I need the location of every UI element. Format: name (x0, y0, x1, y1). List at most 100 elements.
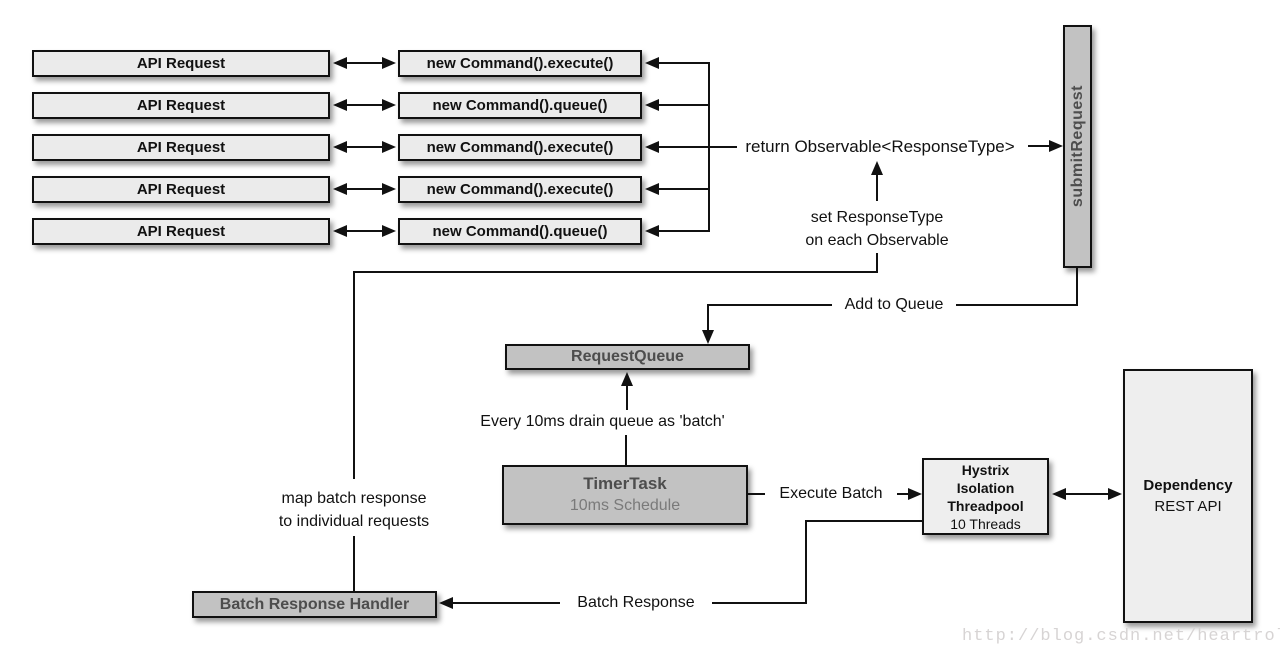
command-box: new Command().execute() (398, 176, 642, 203)
connector-line (707, 304, 709, 332)
command-box: new Command().queue() (398, 92, 642, 119)
api-request-box: API Request (32, 50, 330, 77)
set-response-type-line2: on each Observable (805, 232, 949, 249)
connector-line (625, 435, 627, 465)
connector-line (748, 493, 765, 495)
set-response-type-label: set ResponseType on each Observable (767, 206, 987, 252)
command-label: new Command().queue() (432, 97, 608, 114)
connector-line (353, 536, 355, 591)
timer-task-box: TimerTask 10ms Schedule (502, 465, 748, 525)
arrowhead-right-icon (908, 488, 922, 500)
connector-line (956, 304, 1078, 306)
connector-line (712, 602, 807, 604)
hystrix-line3: Threadpool (947, 497, 1024, 514)
connector-line (353, 271, 355, 479)
connector-bus-line (708, 62, 710, 232)
arrowhead-left-icon (645, 57, 659, 69)
batch-response-handler-box: Batch Response Handler (192, 591, 437, 618)
arrow-line (897, 493, 911, 495)
add-to-queue-label: Add to Queue (844, 296, 944, 313)
arrowhead-left-icon (333, 183, 347, 195)
arrow-line (450, 602, 560, 604)
arrowhead-left-icon (645, 225, 659, 237)
connector-line (708, 304, 832, 306)
return-observable-label: return Observable<ResponseType> (745, 137, 1015, 156)
timer-task-subtitle: 10ms Schedule (569, 497, 681, 514)
bidirectional-arrow-line (344, 104, 384, 106)
arrowhead-right-icon (1049, 140, 1063, 152)
api-request-box: API Request (32, 134, 330, 161)
bidirectional-arrow-line (344, 146, 384, 148)
arrowhead-left-icon (333, 225, 347, 237)
connector-line (805, 520, 807, 604)
connector-line (876, 253, 878, 273)
every-10ms-label: Every 10ms drain queue as 'batch' (480, 413, 725, 430)
watermark-text: http://blog.csdn.net/heartroll (962, 627, 1280, 646)
submit-request-box: submitRequest (1063, 25, 1092, 268)
arrowhead-left-icon (333, 141, 347, 153)
map-batch-line2: to individual requests (278, 513, 430, 530)
arrowhead-up-icon (621, 372, 633, 386)
arrowhead-left-icon (645, 183, 659, 195)
command-box: new Command().queue() (398, 218, 642, 245)
timer-task-title: TimerTask (583, 474, 667, 493)
connector-line (353, 271, 878, 273)
connector-line (657, 62, 710, 64)
arrowhead-left-icon (1052, 488, 1066, 500)
arrowhead-right-icon (382, 57, 396, 69)
api-request-box: API Request (32, 218, 330, 245)
connector-line (806, 520, 922, 522)
submit-request-label: submitRequest (1068, 85, 1086, 208)
command-label: new Command().execute() (426, 139, 614, 156)
execute-batch-label: Execute Batch (779, 485, 883, 502)
arrowhead-right-icon (382, 183, 396, 195)
arrowhead-left-icon (439, 597, 453, 609)
connector-line (657, 188, 710, 190)
api-request-label: API Request (136, 223, 226, 240)
api-request-box: API Request (32, 92, 330, 119)
arrowhead-up-icon (871, 161, 883, 175)
dependency-box: Dependency REST API (1123, 369, 1253, 623)
connector-line (657, 230, 710, 232)
arrowhead-left-icon (333, 57, 347, 69)
command-box: new Command().execute() (398, 134, 642, 161)
arrowhead-right-icon (1108, 488, 1122, 500)
request-queue-box: RequestQueue (505, 344, 750, 370)
bidirectional-arrow-line (344, 230, 384, 232)
connector-line (657, 104, 710, 106)
arrowhead-down-icon (702, 330, 714, 344)
arrow-line (1028, 145, 1052, 147)
batch-response-handler-label: Batch Response Handler (219, 595, 410, 613)
dependency-title: Dependency (1143, 477, 1233, 494)
api-request-label: API Request (136, 139, 226, 156)
connector-line (657, 146, 737, 148)
command-label: new Command().execute() (426, 55, 614, 72)
connector-line (1076, 268, 1078, 306)
hystrix-line1: Hystrix (961, 461, 1010, 478)
arrowhead-left-icon (645, 141, 659, 153)
api-request-label: API Request (136, 97, 226, 114)
api-request-box: API Request (32, 176, 330, 203)
hystrix-threadpool-box: Hystrix Isolation Threadpool 10 Threads (922, 458, 1049, 535)
api-request-label: API Request (136, 55, 226, 72)
request-queue-label: RequestQueue (571, 348, 684, 365)
arrow-line (876, 173, 878, 201)
set-response-type-line1: set ResponseType (810, 209, 944, 226)
command-label: new Command().queue() (432, 223, 608, 240)
arrowhead-right-icon (382, 225, 396, 237)
command-label: new Command().execute() (426, 181, 614, 198)
bidirectional-arrow-line (344, 188, 384, 190)
hystrix-line2: Isolation (956, 479, 1015, 496)
bidirectional-arrow-line (1063, 493, 1110, 495)
map-batch-response-label: map batch response to individual request… (244, 487, 464, 533)
batch-response-label: Batch Response (577, 594, 695, 611)
arrowhead-left-icon (333, 99, 347, 111)
map-batch-line1: map batch response (281, 490, 427, 507)
command-box: new Command().execute() (398, 50, 642, 77)
arrowhead-left-icon (645, 99, 659, 111)
bidirectional-arrow-line (344, 62, 384, 64)
hystrix-threads-label: 10 Threads (950, 515, 1021, 532)
dependency-subtitle: REST API (1154, 498, 1222, 515)
arrowhead-right-icon (382, 99, 396, 111)
